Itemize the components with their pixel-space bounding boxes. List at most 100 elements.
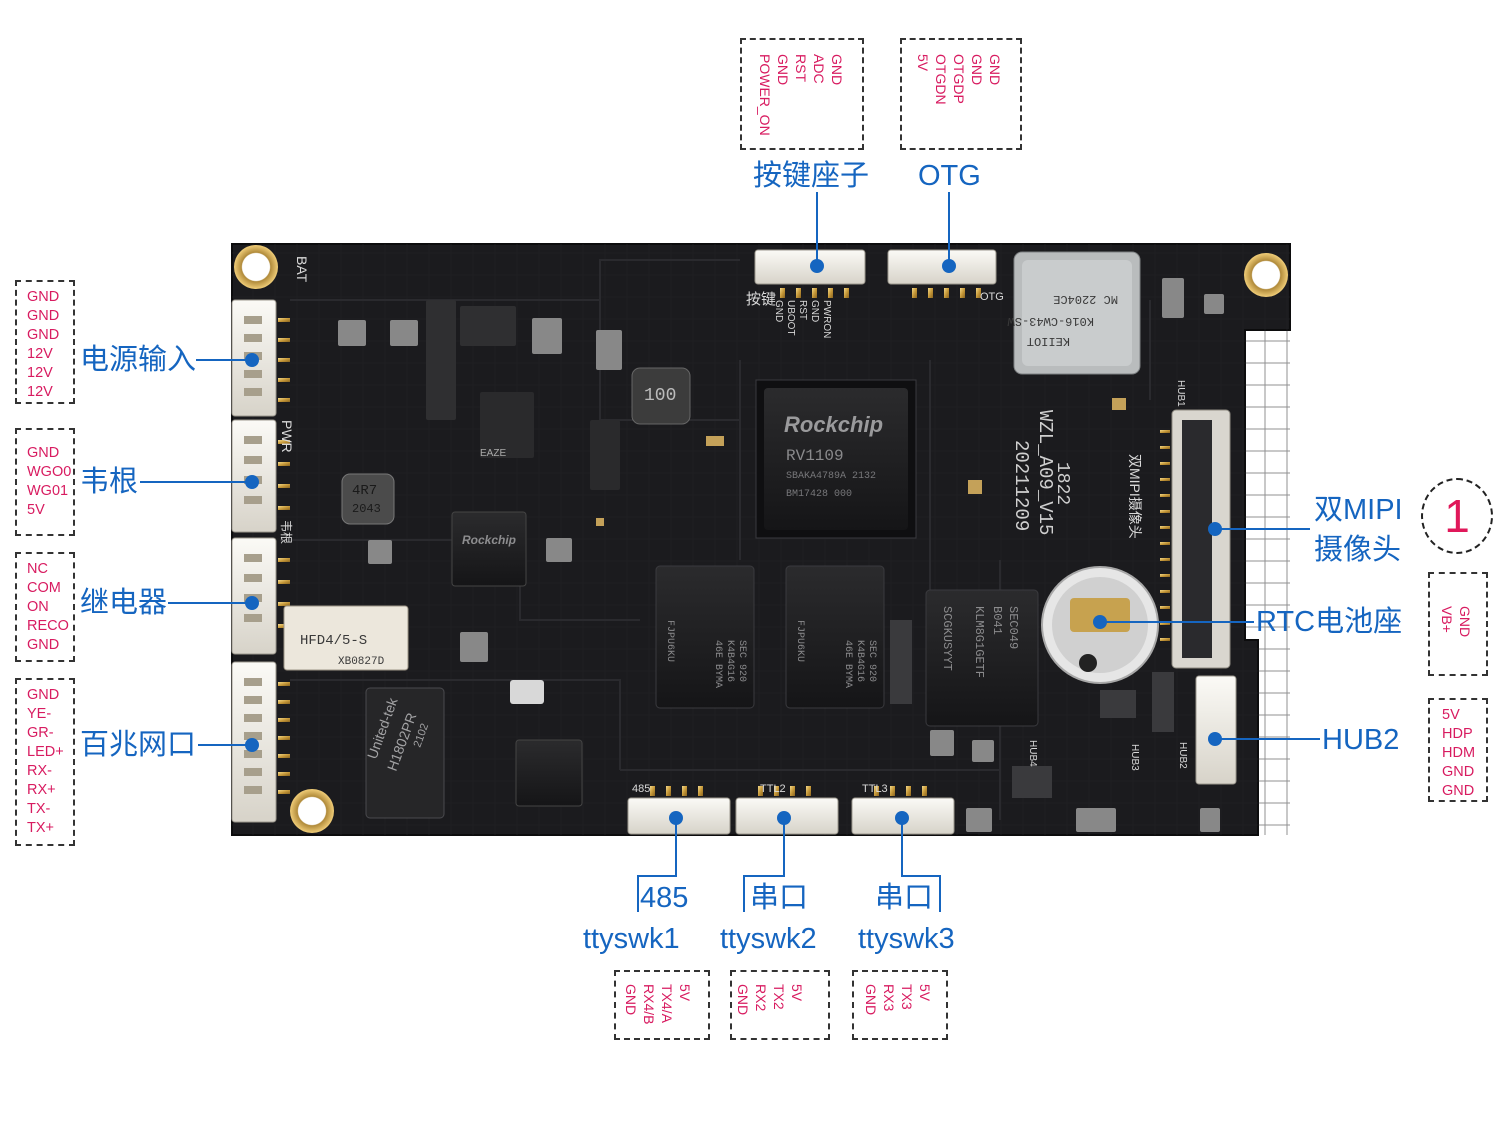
silk-otg: OTG	[980, 291, 1004, 303]
label-relay: 继电器	[80, 587, 168, 619]
pin-label: OTGDN	[933, 54, 949, 105]
pin-label: 5V	[917, 984, 933, 1002]
silk-board-id: WZL_A09_V15	[1034, 410, 1056, 535]
pin-label: 12V	[27, 346, 53, 362]
pin-label: GND	[27, 308, 60, 324]
silk-485: 485	[632, 783, 650, 795]
silk-anjian: 按键	[746, 291, 776, 308]
top-connectors	[754, 249, 997, 298]
pin-label: ON	[27, 599, 49, 615]
emmc-chip	[925, 589, 1039, 727]
svg-text:GND: GND	[809, 300, 820, 322]
svg-text:PWRON: PWRON	[821, 300, 832, 338]
label-ttl3-bottom: ttyswk3	[858, 923, 955, 955]
wifi-brand: KEIIOT	[1027, 334, 1070, 348]
pinbox-ttl3: 5V TX3 RX3 GND	[852, 970, 948, 1040]
pinbox-ethernet: GND YE- GR- LED+ RX- RX+ TX- TX+	[15, 678, 75, 846]
pin-label: GND	[27, 637, 60, 653]
label-wiegand: 韦根	[80, 466, 139, 498]
pin-label: WG01	[27, 483, 69, 499]
silk-mipi: 双MIPI摄像头	[1127, 454, 1143, 539]
soc-model: RV1109	[786, 447, 844, 465]
pin-label: 5V	[1442, 707, 1460, 723]
pin-label: 5V	[789, 984, 805, 1002]
silk-hub3: HUB3	[1129, 744, 1140, 771]
mount-hole-tr	[1244, 253, 1288, 297]
emmc-line2: B041	[990, 606, 1004, 635]
ram-b-line1: SEC 920	[866, 640, 877, 682]
label-485-bottom: ttyswk1	[583, 923, 680, 955]
label-ttl2-bottom: ttyswk2	[720, 923, 817, 955]
inductor2-label: 100	[644, 386, 676, 406]
ethernet-phy	[515, 739, 583, 807]
leader-lines	[140, 192, 1320, 912]
silk-ttl2: TTL2	[760, 783, 786, 795]
ram-b-code: FJPU6KU	[794, 620, 805, 662]
label-rtc: RTC电池座	[1256, 606, 1403, 638]
pin-label: VB+	[1439, 606, 1455, 633]
pin-label: HDP	[1442, 726, 1473, 742]
pinbox-hub2: 5V HDP HDM GND GND	[1428, 698, 1488, 802]
silk-bat: BAT	[294, 256, 310, 283]
relay-model: HFD4/5-S	[300, 633, 367, 649]
pinbox-wiegand: GND WGO0 WG01 5V	[15, 428, 75, 536]
pin-label: RX3	[881, 984, 897, 1012]
pin-label: RX-	[27, 763, 52, 779]
pin-label: RECO	[27, 618, 69, 634]
inductor-label: 4R7	[352, 483, 377, 499]
pin-label: RX2	[753, 984, 769, 1012]
inductor-4r7	[341, 473, 395, 525]
ram-b-line2: K4B4G16	[854, 640, 865, 682]
pmic-brand: Rockchip	[462, 533, 516, 547]
silk-hub2: HUB2	[1177, 742, 1188, 769]
pin-label: 12V	[27, 384, 53, 400]
soc-line2: BM17428 000	[786, 489, 852, 500]
pin-label: TX4/A	[659, 984, 675, 1023]
mount-hole-bl	[290, 789, 334, 833]
pin-label: POWER_ON	[757, 54, 773, 136]
wifi-model: K016-CW43-SW	[1007, 314, 1094, 328]
pinbox-rtc: GND VB+	[1428, 572, 1488, 676]
pin-label: GND	[27, 445, 60, 461]
silk-hub4: HUB4	[1027, 740, 1038, 767]
emmc-line4: SCGKUSYYT	[940, 606, 954, 671]
pin-label: GND	[27, 289, 60, 305]
label-otg: OTG	[918, 160, 981, 192]
pin-label: OTGDP	[951, 54, 967, 104]
pin-label: ADC	[811, 54, 827, 84]
pin-label: WGO0	[27, 464, 72, 480]
pinbox-relay: NC COM ON RECO GND	[15, 552, 75, 662]
silk-pwr: PWR	[279, 420, 295, 453]
mount-hole-tl	[234, 245, 278, 289]
silk-ttl3: TTL3	[862, 783, 888, 795]
pin-label: COM	[27, 580, 61, 596]
badge-number: 1	[1421, 478, 1493, 554]
pin-label: GND	[27, 687, 60, 703]
svg-text:GND: GND	[773, 300, 784, 322]
pinbox-ttl2: 5V TX2 RX2 GND	[730, 970, 830, 1040]
pin-label: GND	[1442, 764, 1475, 780]
emmc-line1: SEC049	[1006, 606, 1020, 649]
ddr-chip-b	[785, 565, 885, 709]
pin-label: GND	[27, 327, 60, 343]
silk-weigen: 韦根	[279, 520, 293, 544]
wifi-module	[1013, 251, 1141, 375]
pin-label: GND	[863, 984, 879, 1016]
pin-label: NC	[27, 561, 48, 577]
relay-code: XB0827D	[338, 656, 385, 668]
pin-label: 5V	[27, 502, 45, 518]
pin-label: TX-	[27, 801, 51, 817]
silk-date-code: 1822	[1052, 462, 1072, 505]
eaze-label: EAZE	[480, 448, 506, 459]
svg-text:UBOOT: UBOOT	[785, 300, 796, 336]
pin-label: TX3	[899, 984, 915, 1010]
label-485-top: 485	[640, 882, 689, 914]
label-ethernet: 百兆网口	[80, 729, 197, 761]
pinbox-power-in: GND GND GND 12V 12V 12V	[15, 280, 75, 404]
inductor-100	[631, 367, 691, 425]
label-mipi-camera: 双MIPI 摄像头	[1314, 490, 1403, 570]
pin-label: GND	[735, 984, 751, 1016]
pin-label: GR-	[27, 725, 54, 741]
